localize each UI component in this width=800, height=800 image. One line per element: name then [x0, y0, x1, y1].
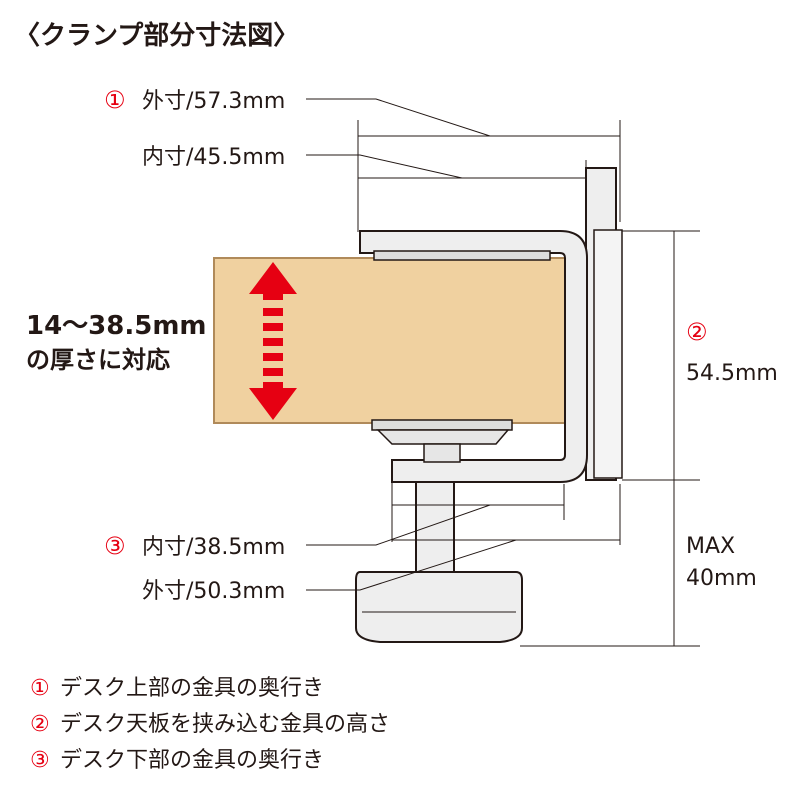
- thickness-range: 14～38.5mm: [26, 311, 207, 341]
- screw-shaft: [415, 481, 455, 573]
- label-outer-top: 外寸/57.3mm: [142, 89, 285, 114]
- legend-num-2: ②: [30, 712, 50, 737]
- clamp-frame: [359, 230, 588, 483]
- marker-3-bottom: ③: [104, 532, 126, 560]
- thickness-note: の厚さに対応: [26, 346, 170, 374]
- legend-item-1: ① デスク上部の金具の奥行き: [30, 674, 324, 704]
- label-max-value: 40mm: [686, 566, 757, 591]
- clamp-back-pad: [593, 229, 623, 479]
- label-height: 54.5mm: [686, 361, 778, 386]
- legend-text-1: デスク上部の金具の奥行き: [60, 676, 325, 701]
- label-outer-bottom: 外寸/50.3mm: [142, 579, 285, 604]
- legend-item-2: ② デスク天板を挟み込む金具の高さ: [30, 710, 390, 740]
- legend-num-3: ③: [30, 748, 50, 773]
- legend-item-3: ③ デスク下部の金具の奥行き: [30, 746, 324, 776]
- clamp-knob: [355, 571, 523, 643]
- marker-2: ②: [686, 318, 708, 346]
- clamp-upper-pad: [373, 250, 551, 261]
- legend-num-1: ①: [30, 676, 50, 701]
- thickness-arrow: [249, 262, 297, 420]
- label-inner-top: 内寸/45.5mm: [142, 145, 285, 170]
- leader-inner-bottom: [306, 504, 491, 546]
- leader-outer-top: [306, 98, 491, 137]
- screw-collar: [423, 443, 461, 463]
- pressure-pad-bottom: [376, 429, 510, 445]
- legend-text-3: デスク下部の金具の奥行き: [60, 748, 325, 773]
- page-title: 〈クランプ部分寸法図〉: [14, 21, 299, 51]
- pressure-pad-top: [371, 419, 513, 431]
- label-max: MAX: [686, 534, 735, 559]
- leader-inner-top: [306, 154, 463, 179]
- legend-text-2: デスク天板を挟み込む金具の高さ: [60, 712, 391, 737]
- label-inner-bottom: 内寸/38.5mm: [142, 535, 285, 560]
- leader-outer-bottom: [306, 539, 517, 591]
- marker-1-top: ①: [104, 86, 126, 114]
